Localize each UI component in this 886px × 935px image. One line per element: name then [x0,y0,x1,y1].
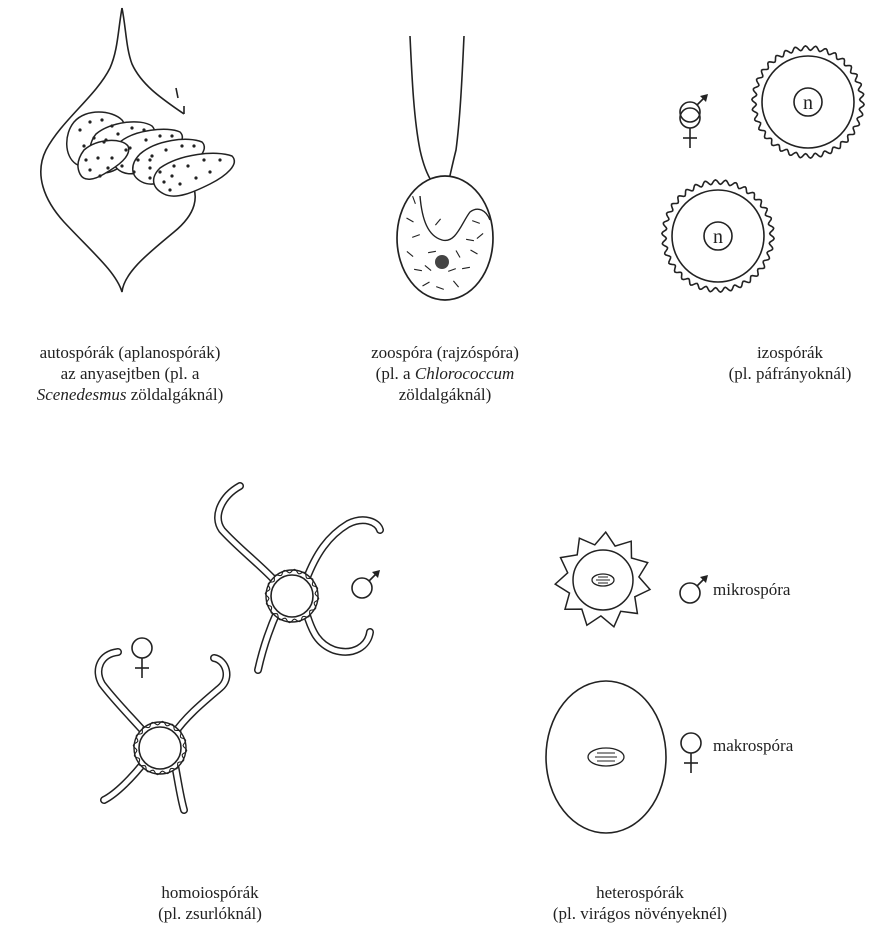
isospore-bottom: n [662,180,774,292]
zoospore-cell [397,176,493,300]
isospore-sex-symbols [680,94,708,148]
italic-genus-chlorococcum: Chlorococcum [415,364,514,383]
female-symbol-icon [680,108,700,148]
zoospore-flagella [410,36,464,184]
caption-heterospores: heterospórák (pl. virágos növényeknél) [510,882,770,924]
nucleus-label-bottom: n [713,226,723,248]
macrospore [546,681,701,833]
label-macrospore: makrospóra [713,736,793,756]
caption-autospores: autospórák (aplanospórák) az anyasejtben… [10,342,250,405]
caption-homoiospores: homoiospórák (pl. zsurlóknál) [120,882,300,924]
female-symbol-icon [132,638,152,678]
homoiospore-top [218,486,380,670]
homoiospore-bottom [99,652,227,810]
caption-isospores: izospórák (pl. páfrányoknál) [700,342,880,384]
female-symbol-icon [681,733,701,773]
caption-zoospore: zoospóra (rajzóspóra) (pl. a Chlorococcu… [340,342,550,405]
male-symbol-icon [680,575,708,603]
microspore [555,532,708,627]
isospore-top: n [752,46,864,158]
nucleus-label-top: n [803,92,813,114]
male-symbol-icon [352,570,380,598]
italic-genus-scenedesmus: Scenedesmus [37,385,127,404]
autospore-cells [67,112,235,196]
label-microspore: mikrospóra [713,580,790,600]
